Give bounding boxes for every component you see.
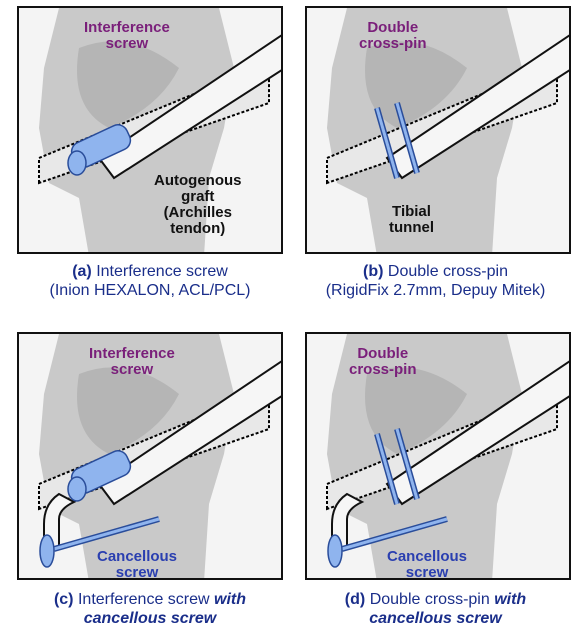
panel-b-tunnel-label-2: tunnel [389, 220, 434, 236]
panel-d-implant-label-1: Double [349, 346, 417, 362]
panel-a-caption-line2: (Inion HEXALON, ACL/PCL) [0, 281, 300, 300]
panel-a-caption-line1: Interference screw [96, 263, 228, 280]
panel-d-cancellous-label-1: Cancellous [387, 549, 467, 565]
panel-b-caption: (b) Double cross-pin (RigidFix 2.7mm, De… [300, 262, 571, 300]
panel-a-caption: (a) Interference screw (Inion HEXALON, A… [0, 262, 300, 300]
panel-b-implant-label-1: Double [359, 20, 427, 36]
panel-c-interference-with-cancellous: Interference screw Cancellous screw [17, 332, 283, 580]
panel-b-illustration [307, 8, 571, 254]
panel-d-caption-line1: Double cross-pin [370, 591, 490, 608]
panel-c-caption-with: with [214, 591, 246, 608]
panel-a-implant-label-2: screw [84, 36, 170, 52]
panel-a-graft-label-3: (Archilles [154, 205, 242, 221]
panel-d-illustration [307, 334, 571, 580]
panel-a-graft-label-2: graft [154, 189, 242, 205]
panel-a-graft-label-1: Autogenous [154, 173, 242, 189]
panel-b-caption-line2: (RigidFix 2.7mm, Depuy Mitek) [300, 281, 571, 300]
panel-d-implant-label-2: cross-pin [349, 362, 417, 378]
panel-a-interference-screw: Interference screw Autogenous graft (Arc… [17, 6, 283, 254]
panel-c-cancellous-label-1: Cancellous [97, 549, 177, 565]
panel-d-caption-with: with [494, 591, 526, 608]
panel-c-caption-tag: (c) [54, 591, 74, 608]
panel-a-caption-tag: (a) [72, 263, 92, 280]
panel-a-implant-label-1: Interference [84, 20, 170, 36]
panel-c-implant-label-1: Interference [89, 346, 175, 362]
panel-d-caption: (d) Double cross-pin with cancellous scr… [300, 590, 571, 628]
panel-d-caption-tag: (d) [345, 591, 365, 608]
panel-d-cancellous-label-2: screw [387, 565, 467, 580]
panel-c-caption-line2: cancellous screw [84, 610, 217, 627]
panel-b-caption-line1: Double cross-pin [388, 263, 508, 280]
panel-c-caption: (c) Interference screw with cancellous s… [0, 590, 300, 628]
panel-a-graft-label-4: tendon) [154, 221, 242, 237]
panel-b-implant-label-2: cross-pin [359, 36, 427, 52]
panel-c-cancellous-label-2: screw [97, 565, 177, 580]
panel-b-tunnel-label-1: Tibial [389, 204, 434, 220]
panel-c-caption-line1: Interference screw [78, 591, 210, 608]
panel-c-implant-label-2: screw [89, 362, 175, 378]
panel-b-double-cross-pin: Double cross-pin Tibial tunnel [305, 6, 571, 254]
panel-d-caption-line2: cancellous screw [369, 610, 502, 627]
panel-b-caption-tag: (b) [363, 263, 383, 280]
panel-d-cross-pin-with-cancellous: Double cross-pin Cancellous screw [305, 332, 571, 580]
